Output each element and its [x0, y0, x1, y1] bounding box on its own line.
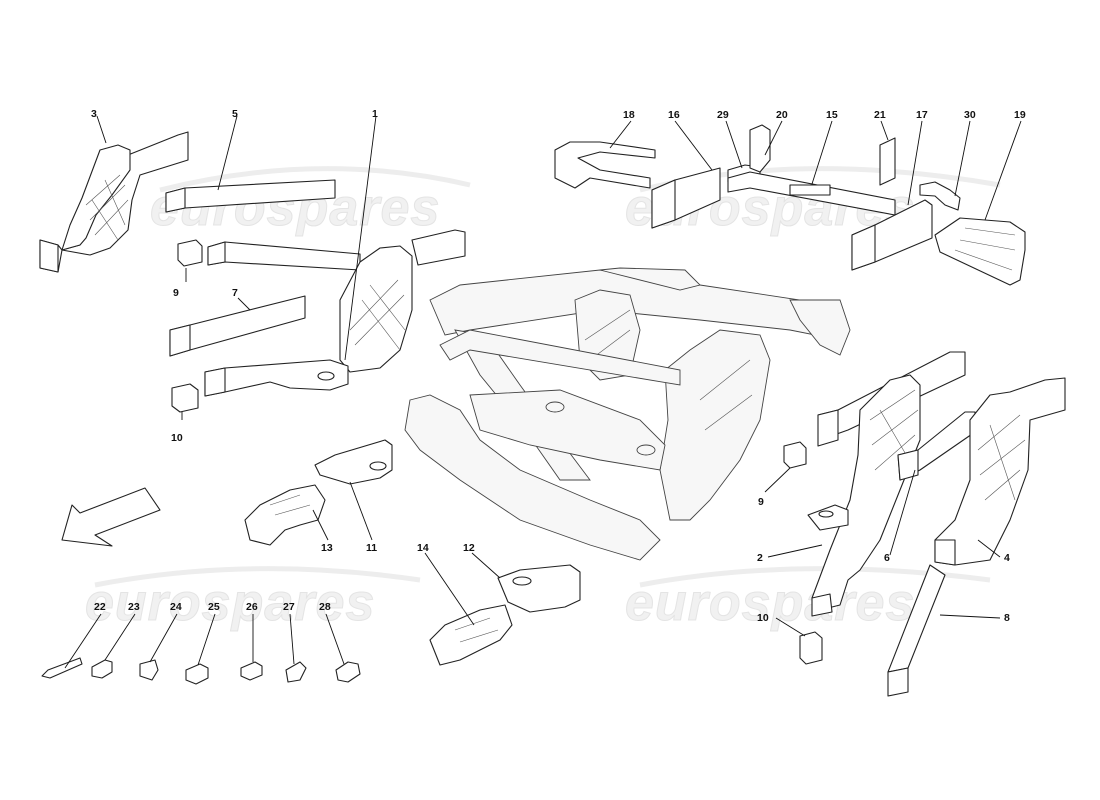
part-20-bracket[interactable] — [749, 124, 771, 173]
part-9-left-block[interactable] — [177, 239, 203, 267]
callout-23[interactable]: 23 — [128, 601, 140, 613]
callout-27[interactable]: 27 — [283, 601, 295, 613]
part-9-right-block[interactable] — [783, 441, 807, 469]
part-30-bracket[interactable] — [919, 181, 961, 211]
part-16-tube[interactable] — [651, 167, 721, 229]
watermark-bottom-left: eurospares — [85, 574, 375, 632]
callout-9-right[interactable]: 9 — [758, 496, 764, 508]
callout-17[interactable]: 17 — [916, 109, 928, 121]
callout-5[interactable]: 5 — [232, 108, 238, 120]
part-12-bracket[interactable] — [497, 564, 581, 613]
callout-21[interactable]: 21 — [874, 109, 886, 121]
fastener-22[interactable] — [41, 657, 83, 679]
callout-8[interactable]: 8 — [1004, 612, 1010, 624]
part-10-left-block[interactable] — [171, 383, 199, 413]
callout-29[interactable]: 29 — [717, 109, 729, 121]
part-5-rail[interactable] — [165, 179, 336, 213]
leader-lines — [64, 115, 1022, 669]
part-3-left-upright[interactable] — [39, 131, 189, 273]
callout-9-left[interactable]: 9 — [173, 287, 179, 299]
part-2-right-rail[interactable] — [807, 351, 966, 617]
part-11-bracket[interactable] — [314, 439, 393, 485]
part-7-tube[interactable] — [169, 295, 306, 357]
callout-labels: 3 5 1 9 7 10 11 13 14 12 18 16 29 20 15 … — [91, 108, 1026, 624]
callout-25[interactable]: 25 — [208, 601, 220, 613]
callout-20[interactable]: 20 — [776, 109, 788, 121]
part-21-bracket[interactable] — [879, 137, 896, 186]
callout-26[interactable]: 26 — [246, 601, 258, 613]
part-13-bracket[interactable] — [244, 484, 326, 546]
part-8-right-tube[interactable] — [887, 564, 946, 697]
part-14-bracket[interactable] — [429, 604, 513, 666]
callout-10-right[interactable]: 10 — [757, 612, 769, 624]
part-1-rail-assembly[interactable] — [204, 229, 466, 397]
callout-22[interactable]: 22 — [94, 601, 106, 613]
part-18-bracket[interactable] — [554, 141, 656, 189]
callout-28[interactable]: 28 — [319, 601, 331, 613]
part-17-tube[interactable] — [851, 199, 933, 271]
callout-18[interactable]: 18 — [623, 109, 635, 121]
part-19-bracket[interactable] — [934, 217, 1026, 286]
callout-1[interactable]: 1 — [372, 108, 378, 120]
callout-11[interactable]: 11 — [366, 542, 377, 554]
watermark-bottom-right: eurospares — [625, 574, 915, 632]
fastener-28[interactable] — [335, 661, 361, 683]
fastener-25[interactable] — [185, 663, 209, 685]
callout-2[interactable]: 2 — [757, 552, 763, 564]
part-10-right-block[interactable] — [799, 631, 823, 665]
callout-3[interactable]: 3 — [91, 108, 97, 120]
callout-15[interactable]: 15 — [826, 109, 838, 121]
fastener-24[interactable] — [139, 659, 159, 681]
callout-12[interactable]: 12 — [463, 542, 475, 554]
callout-13[interactable]: 13 — [321, 542, 333, 554]
part-4-right-upright[interactable] — [934, 377, 1066, 566]
direction-arrow-icon — [61, 487, 161, 547]
fastener-23[interactable] — [91, 659, 113, 679]
callout-10-left[interactable]: 10 — [171, 432, 183, 444]
fastener-26[interactable] — [240, 661, 263, 681]
callout-30[interactable]: 30 — [964, 109, 976, 121]
callout-14[interactable]: 14 — [417, 542, 429, 554]
fastener-27[interactable] — [285, 661, 307, 683]
callout-16[interactable]: 16 — [668, 109, 680, 121]
callout-19[interactable]: 19 — [1014, 109, 1026, 121]
callout-4[interactable]: 4 — [1004, 552, 1010, 564]
callout-7[interactable]: 7 — [232, 287, 238, 299]
central-frame[interactable] — [404, 267, 851, 561]
callout-6[interactable]: 6 — [884, 552, 890, 564]
callout-24[interactable]: 24 — [170, 601, 182, 613]
